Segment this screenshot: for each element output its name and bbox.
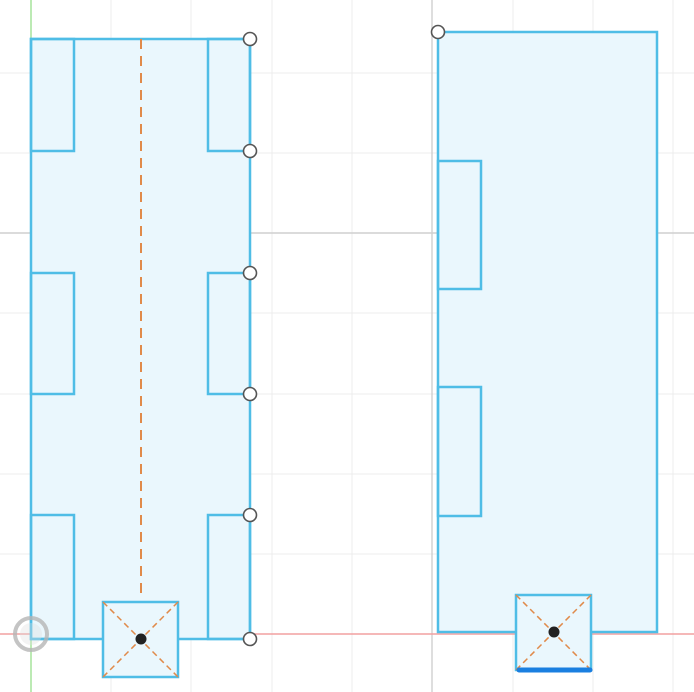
sketch-profile-left[interactable] [29, 31, 258, 679]
slot-cutouts-left [29, 37, 252, 641]
sketch-point[interactable] [430, 24, 446, 40]
slot-right-bottom [206, 513, 252, 641]
midpoint-constraint-left[interactable] [101, 600, 180, 679]
sketch-point[interactable] [242, 631, 258, 647]
slot-right-profile-lower [436, 385, 483, 518]
slot-right-middle [206, 271, 252, 396]
sketch-point[interactable] [242, 386, 258, 402]
slot-right-top [206, 37, 252, 153]
origin-point-right [548, 626, 560, 638]
profile-body-right [436, 30, 659, 634]
slot-left-top [29, 37, 76, 153]
sketch-point[interactable] [242, 507, 258, 523]
sketch-point[interactable] [242, 31, 258, 47]
sketch-profile-right[interactable] [430, 24, 659, 673]
sketch-point[interactable] [242, 143, 258, 159]
slot-cutouts-right [436, 159, 483, 518]
slot-left-middle [29, 271, 76, 396]
cursor-ring-icon [13, 616, 49, 652]
sketch-point[interactable] [242, 265, 258, 281]
sketch-points-left [242, 31, 258, 647]
slot-right-profile-upper [436, 159, 483, 291]
midpoint-constraint-right[interactable] [514, 593, 593, 672]
slot-left-bottom [29, 513, 76, 641]
origin-point-left [135, 633, 147, 645]
